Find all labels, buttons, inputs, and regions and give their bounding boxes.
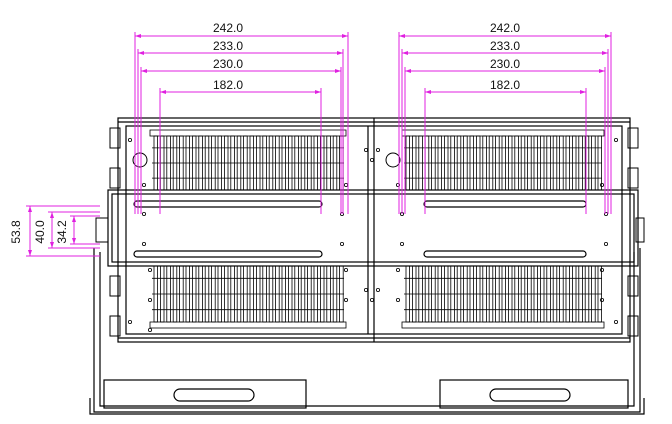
base-skid xyxy=(89,248,645,415)
fin-base xyxy=(149,129,347,137)
dim-arrow xyxy=(402,51,408,55)
right-slot xyxy=(489,388,571,402)
mount-hole xyxy=(147,297,152,302)
dim-right-4: 182.0 xyxy=(490,78,520,92)
dim-arrow xyxy=(160,90,166,94)
mount-hole xyxy=(604,241,609,246)
dim-arrow xyxy=(605,34,611,38)
dim-arrow xyxy=(50,212,54,218)
lamp-circle-left xyxy=(132,152,148,168)
dim-line-left-4 xyxy=(159,88,322,214)
mount-hole xyxy=(600,297,605,302)
dim-line-left-1 xyxy=(134,32,349,214)
dimension-lines xyxy=(26,32,612,257)
dim-arrow xyxy=(72,238,76,244)
mount-hole xyxy=(395,182,400,187)
upper-rail-right xyxy=(423,200,587,208)
fin-base xyxy=(401,321,605,329)
dim-arrow xyxy=(337,51,343,55)
dim-line-right-4 xyxy=(424,88,587,214)
dim-arrow xyxy=(335,69,341,73)
fin-bank-bottom-right xyxy=(401,265,605,329)
lower-rail-right xyxy=(423,250,587,258)
mount-hole xyxy=(614,319,619,324)
dim-arrow xyxy=(602,51,608,55)
dim-arrow xyxy=(50,242,54,248)
upper-rail-left xyxy=(133,200,323,208)
dim-arrow xyxy=(28,250,32,256)
mount-hole xyxy=(395,267,400,272)
mount-hole xyxy=(343,297,348,302)
dim-vertical-2: 40.0 xyxy=(33,220,47,244)
dim-vline-2 xyxy=(48,211,100,249)
dim-arrow xyxy=(580,90,586,94)
dim-arrow xyxy=(425,90,431,94)
mount-hole xyxy=(614,137,619,142)
fin-base xyxy=(149,321,347,329)
dim-vline-1 xyxy=(26,205,100,257)
mount-hole xyxy=(141,211,146,216)
mount-hole xyxy=(369,157,374,162)
dim-arrow xyxy=(315,90,321,94)
dim-arrow xyxy=(138,51,144,55)
fin-base xyxy=(401,129,605,137)
dim-vertical-3: 34.2 xyxy=(55,220,69,244)
dim-arrow xyxy=(72,216,76,222)
dim-arrow xyxy=(405,69,411,73)
dim-vertical-1: 53.8 xyxy=(9,220,23,244)
mount-hole xyxy=(141,182,146,187)
dim-line-right-1 xyxy=(398,32,612,214)
mount-hole xyxy=(395,297,400,302)
dim-line-right-2 xyxy=(401,49,609,214)
mount-hole xyxy=(363,287,368,292)
left-slot xyxy=(173,388,255,402)
mount-hole xyxy=(363,147,368,152)
mount-hole xyxy=(375,147,380,152)
dim-arrow xyxy=(342,34,348,38)
fin-bank-bottom-left xyxy=(149,265,347,329)
side-brackets xyxy=(95,127,645,337)
lower-rail-left xyxy=(133,250,323,258)
mount-hole xyxy=(127,319,132,324)
dim-left-4: 182.0 xyxy=(213,78,243,92)
dim-arrow xyxy=(141,69,147,73)
dim-vline-3 xyxy=(70,215,100,245)
mount-hole xyxy=(343,182,348,187)
mount-hole xyxy=(339,211,344,216)
dim-arrow xyxy=(399,34,405,38)
dim-left-3: 230.0 xyxy=(213,57,243,71)
mount-hole xyxy=(147,327,152,332)
mount-hole xyxy=(339,241,344,246)
mount-hole xyxy=(369,297,374,302)
dim-right-3: 230.0 xyxy=(490,57,520,71)
dim-line-left-2 xyxy=(137,49,344,214)
mount-hole xyxy=(147,267,152,272)
heatsink-fins xyxy=(149,129,605,329)
dim-left-1: 242.0 xyxy=(213,21,243,35)
lamp-circle-right xyxy=(385,152,401,168)
mount-hole xyxy=(375,287,380,292)
fin-bank-top-left xyxy=(149,129,347,191)
dim-arrow xyxy=(28,206,32,212)
mount-hole xyxy=(127,137,132,142)
main-frame xyxy=(107,117,639,343)
mount-hole xyxy=(600,182,605,187)
mount-hole xyxy=(141,241,146,246)
mount-hole xyxy=(399,241,404,246)
dim-arrow xyxy=(135,34,141,38)
dim-right-1: 242.0 xyxy=(490,21,520,35)
mount-hole xyxy=(600,267,605,272)
dim-line-left-3 xyxy=(140,67,342,214)
mount-hole xyxy=(343,267,348,272)
dim-right-2: 233.0 xyxy=(490,39,520,53)
dim-left-2: 233.0 xyxy=(213,39,243,53)
mount-holes xyxy=(127,137,619,332)
dim-line-right-3 xyxy=(404,67,606,214)
dim-arrow xyxy=(599,69,605,73)
fin-bank-top-right xyxy=(401,129,605,191)
